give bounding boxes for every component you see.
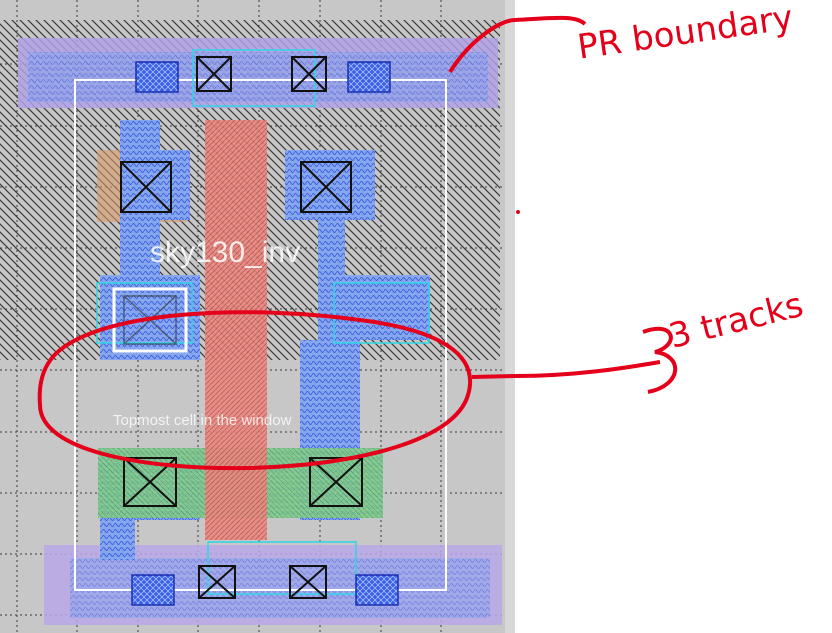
poly-gate[interactable] [205, 120, 267, 540]
layout-canvas[interactable]: sky130_inv Topmost cell in the window [0, 0, 515, 633]
li-right[interactable] [285, 150, 430, 520]
contact-icon [196, 56, 232, 92]
via-icon [135, 61, 179, 93]
contact-icon [198, 565, 236, 599]
contact-icon [291, 56, 327, 92]
contact-icon [289, 565, 327, 599]
contact-icon [309, 457, 363, 507]
via-icon [131, 574, 175, 606]
via-icon [347, 61, 391, 93]
contact-icon [300, 161, 352, 213]
contact-icon [120, 161, 172, 213]
topmost-cell-status: Topmost cell in the window [113, 412, 292, 429]
li-left[interactable] [100, 120, 200, 360]
selected-contact-icon[interactable] [112, 287, 188, 353]
cell-name-label: sky130_inv [150, 236, 300, 269]
via-icon [355, 574, 399, 606]
annotation-overlay [515, 15, 678, 394]
pr-boundary[interactable] [74, 79, 447, 591]
